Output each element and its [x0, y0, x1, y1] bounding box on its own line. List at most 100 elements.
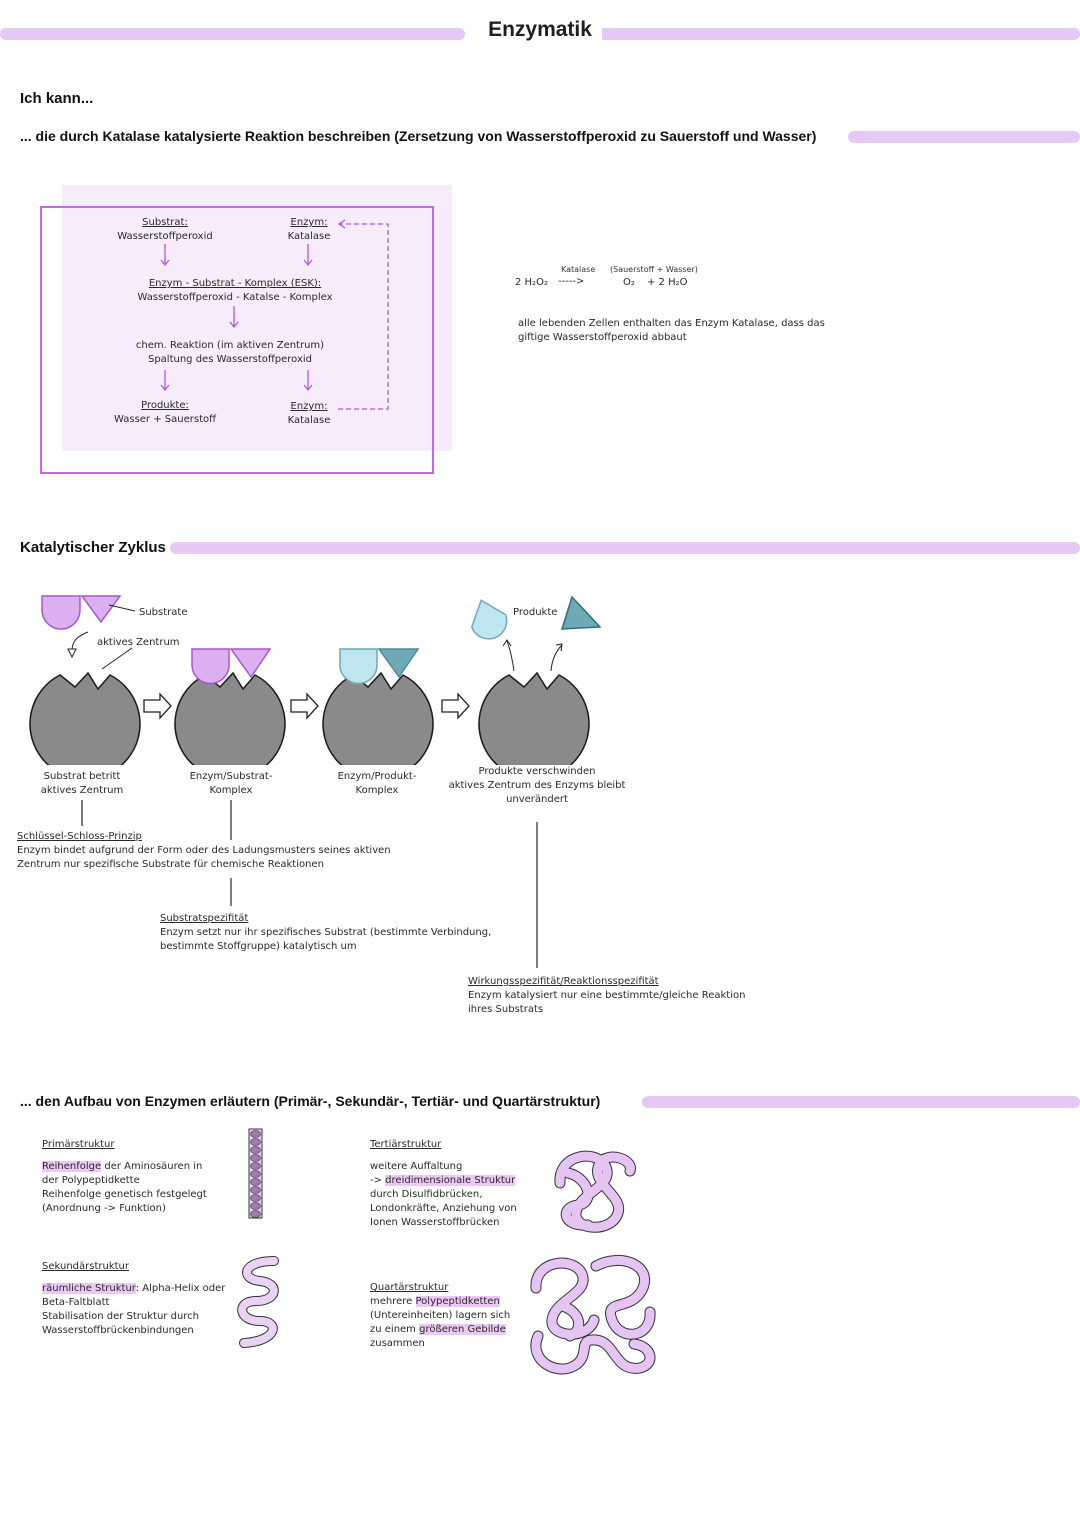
enzym2-label: Enzym:	[290, 401, 328, 412]
substrate-triangle-1	[80, 595, 122, 624]
stage-1-line2: aktives Zentrum	[40, 785, 124, 796]
equation-arrow: ----->	[558, 276, 585, 287]
produkte-value: Wasser + Sauerstoff	[113, 414, 216, 425]
schluessel-title: Schlüssel-Schloss-Prinzip	[17, 831, 142, 842]
label-produkte: Produkte	[513, 607, 558, 618]
esk-label: Enzym - Substrat - Komplex (ESK):	[148, 278, 322, 289]
stage-3-line1: Enzym/Produkt-	[337, 771, 417, 782]
primaer-highlight: Reihenfolge	[42, 1161, 102, 1172]
katalase-note: alle lebenden Zellen enthalten das Enzym…	[518, 317, 825, 345]
tertiaer-line1: weitere Auffaltung	[370, 1161, 463, 1172]
note-line1: alle lebenden Zellen enthalten das Enzym…	[518, 318, 825, 329]
schluessel-block: Schlüssel-Schloss-Prinzip Enzym bindet a…	[17, 830, 391, 872]
stage-1-line1: Substrat betritt	[43, 771, 121, 782]
label-aktives-zentrum: aktives Zentrum	[97, 637, 180, 648]
reaction-node: chem. Reaktion (im aktiven Zentrum) Spal…	[110, 339, 350, 367]
note-line2: giftige Wasserstoffperoxid abbaut	[518, 332, 687, 343]
product-triangle-4	[560, 595, 602, 630]
stage-4-line3: unverändert	[506, 794, 568, 805]
connector-lines	[81, 800, 538, 968]
section1-bar	[848, 131, 1080, 143]
tertiaer-highlight: dreidimensionale Struktur	[385, 1175, 516, 1186]
quartaer-block: Quartärstruktur mehrere Polypeptidketten…	[370, 1281, 510, 1351]
tertiaer-fold-icon	[554, 1150, 636, 1233]
intro-text: Ich kann...	[20, 90, 94, 107]
section3-bar	[642, 1096, 1080, 1108]
equation-right1: O₂	[623, 277, 635, 288]
quartaer-title: Quartärstruktur	[370, 1282, 449, 1293]
wirkungsspez-line1: Enzym katalysiert nur eine bestimmte/gle…	[468, 990, 746, 1001]
tertiaer-line3: durch Disulfidbrücken,	[370, 1189, 483, 1200]
enzym-node: Enzym: Katalase	[270, 216, 348, 244]
substrat-label: Substrat:	[142, 217, 188, 228]
esk-node: Enzym - Substrat - Komplex (ESK): Wasser…	[110, 277, 360, 305]
quartaer-highlight-2: größeren Gebilde	[419, 1324, 506, 1335]
stage-3-caption: Enzym/Produkt- Komplex	[316, 770, 438, 798]
sekundaer-line4: Wasserstoffbrückenbindungen	[42, 1325, 194, 1336]
flow-arrows	[160, 219, 389, 410]
enzyme-3	[322, 671, 434, 765]
equation-left: 2 H₂O₂	[515, 277, 548, 288]
enzym2-node: Enzym: Katalase	[270, 400, 348, 428]
tertiaer-title: Tertiärstruktur	[370, 1139, 442, 1150]
tertiaer-line4: Londonkräfte, Anziehung von	[370, 1203, 517, 1214]
quartaer-line3-prefix: zu einem	[370, 1324, 420, 1335]
quartaer-line1-prefix: mehrere	[370, 1296, 416, 1307]
alpha-helix-icon	[237, 1256, 279, 1348]
stage-2-line2: Komplex	[209, 785, 253, 796]
primaer-line4: (Anordnung -> Funktion)	[42, 1203, 166, 1214]
cycle-arrow-3	[441, 692, 470, 720]
section1-heading: ... die durch Katalase katalysierte Reak…	[20, 128, 817, 144]
tertiaer-line2-prefix: ->	[370, 1175, 386, 1186]
catalytic-cycle-diagram	[29, 595, 602, 765]
section2-bar	[170, 542, 1080, 554]
enzyme-1	[29, 671, 141, 765]
section2-heading: Katalytischer Zyklus	[20, 539, 166, 556]
title-bar-right	[582, 28, 1080, 40]
reaction-line1: chem. Reaktion (im aktiven Zentrum)	[135, 340, 325, 351]
stage-4-line1: Produkte verschwinden	[478, 766, 596, 777]
cycle-arrow-2	[290, 692, 319, 720]
enzym-label: Enzym:	[290, 217, 328, 228]
sekundaer-line3: Stabilisation der Struktur durch	[42, 1311, 200, 1322]
primaer-line3: Reihenfolge genetisch festgelegt	[42, 1189, 207, 1200]
produkte-label: Produkte:	[141, 400, 189, 411]
quartaer-line4: zusammen	[370, 1338, 425, 1349]
substrat-node: Substrat: Wasserstoffperoxid	[105, 216, 225, 244]
flow-box-background	[62, 185, 452, 451]
quartaer-line2: (Untereinheiten) lagern sich	[370, 1310, 511, 1321]
label-substrate: Substrate	[139, 607, 188, 618]
title-bar-left	[0, 28, 465, 40]
enzyme-4	[478, 671, 590, 765]
flow-box-frame	[40, 206, 434, 474]
primaer-line1: der Aminosäuren in	[101, 1161, 203, 1172]
quartaer-highlight-1: Polypeptidketten	[415, 1296, 500, 1307]
stage-4-caption: Produkte verschwinden aktives Zentrum de…	[437, 765, 637, 807]
equation-right2: + 2 H₂O	[647, 277, 688, 288]
schluessel-line1: Enzym bindet aufgrund der Form oder des …	[17, 845, 391, 856]
stage-1-caption: Substrat betritt aktives Zentrum	[22, 770, 142, 798]
substratspez-block: Substratspezifität Enzym setzt nur ihr s…	[160, 912, 491, 954]
page-title: Enzymatik	[0, 18, 1080, 42]
primaer-line2: der Polypeptidkette	[42, 1175, 140, 1186]
sekundaer-line1: : Alpha-Helix oder	[135, 1283, 226, 1294]
substrat-value: Wasserstoffperoxid	[117, 231, 213, 242]
enzym-value: Katalase	[287, 231, 331, 242]
substratspez-line1: Enzym setzt nur ihr spezifisches Substra…	[160, 927, 492, 938]
sekundaer-highlight: räumliche Struktur	[42, 1283, 136, 1294]
wirkungsspez-line2: ihres Substrats	[468, 1004, 544, 1015]
equation-products-note: (Sauerstoff + Wasser)	[610, 265, 698, 274]
schluessel-line2: Zentrum nur spezifische Substrate für ch…	[17, 859, 324, 870]
stage-4-line2: aktives Zentrum des Enzyms bleibt	[448, 780, 626, 791]
product-triangle-3	[377, 648, 420, 679]
substrate-triangle-2	[229, 648, 272, 679]
enzym2-value: Katalase	[287, 415, 331, 426]
stage-2-caption: Enzym/Substrat- Komplex	[170, 770, 292, 798]
product-half-circle-3	[339, 648, 378, 685]
substrate-half-circle-1	[41, 595, 81, 630]
section3-heading: ... den Aufbau von Enzymen erläutern (Pr…	[20, 1093, 601, 1109]
cycle-arrow-1	[143, 692, 172, 720]
substratspez-title: Substratspezifität	[160, 913, 249, 924]
sekundaer-block: Sekundärstruktur räumliche Struktur: Alp…	[42, 1260, 225, 1338]
tertiaer-block: Tertiärstruktur weitere Auffaltung -> dr…	[370, 1138, 517, 1230]
